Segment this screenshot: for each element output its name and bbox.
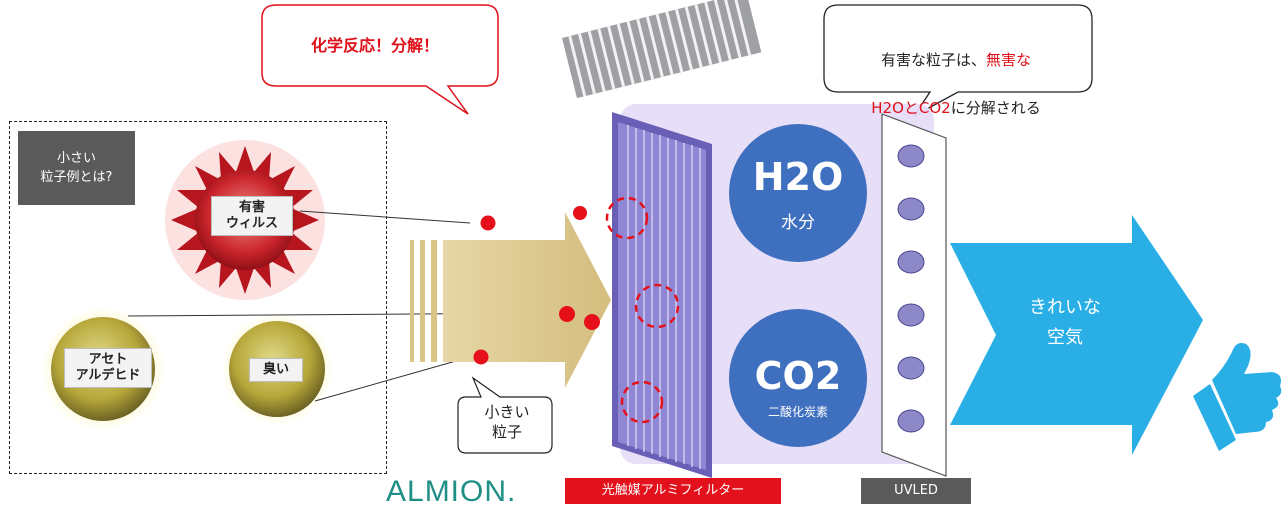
co2-subtitle: 二酸化炭素 <box>767 405 828 419</box>
particle-dot <box>559 306 575 322</box>
h2o-subtitle: 水分 <box>781 213 815 233</box>
co2-circle <box>729 309 867 447</box>
small-particle-examples-title: 小さい 粒子例とは? <box>18 131 135 205</box>
h2o-circle <box>729 124 867 262</box>
uvled-panel <box>881 113 947 477</box>
particle-dot <box>480 215 496 231</box>
note-line2-b: に分解される <box>950 99 1041 117</box>
thumbs-up-icon <box>1193 343 1282 451</box>
clean-air-arrow <box>950 215 1203 455</box>
virus-label: 有害 ウィルス <box>211 196 293 236</box>
clean-air-text: きれいな 空気 <box>1029 297 1101 348</box>
reaction-text: 化学反応！分解！ <box>310 36 439 55</box>
particle-dot <box>573 206 587 220</box>
filter-grille-top <box>562 0 762 99</box>
aldehyde-label: アセト アルデヒド <box>64 348 152 388</box>
big-particle-bubble <box>457 376 553 454</box>
particle-dot <box>584 314 600 330</box>
intake-arrow <box>410 212 611 388</box>
leader-line-odor <box>314 356 471 402</box>
filter-label: 光触媒アルミフィルター <box>565 478 781 504</box>
note-line2-a: H2OとCO2 <box>871 99 951 117</box>
uvled-label: UVLED <box>861 478 971 504</box>
note-line1-a: 有害な粒子は、 <box>880 51 986 69</box>
reaction-speech-bubble <box>261 4 499 115</box>
note-speech-bubble <box>823 4 1093 117</box>
photocatalyst-filter <box>605 112 712 478</box>
example-particles-box <box>9 121 387 474</box>
almion-logo: ALMION. <box>386 475 517 508</box>
particle-dot <box>473 349 489 365</box>
big-particle-label: 小きい 粒子 <box>484 403 530 441</box>
co2-title: CO2 <box>754 354 842 398</box>
odor-label: 臭い <box>249 358 303 382</box>
note-line1-b: 無害な <box>986 51 1032 69</box>
leader-line-virus <box>299 210 471 224</box>
h2o-title: H2O <box>752 155 844 199</box>
decomposition-note: 有害な粒子は、無害な H2OとCO2に分解される <box>834 24 1078 120</box>
